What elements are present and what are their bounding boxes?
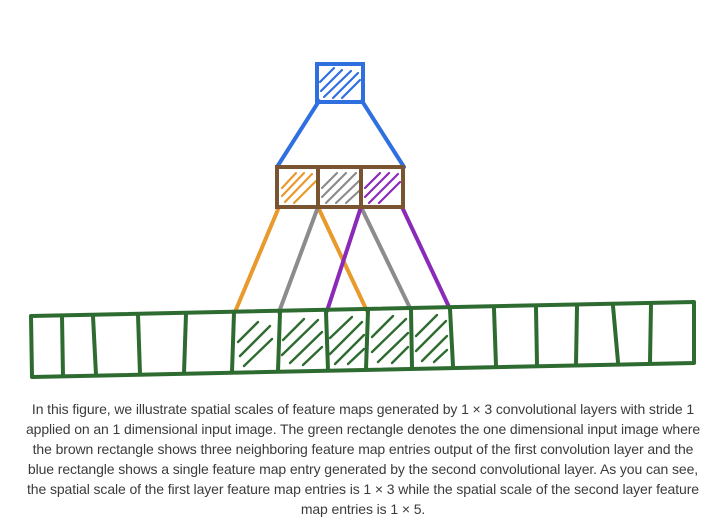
receptive-field-diagram [29, 62, 696, 379]
purple-connector-right [400, 205, 452, 311]
orange-connector-left [233, 205, 281, 314]
entry-left-hatch [280, 171, 318, 205]
figure-caption: In this figure, we illustrate spatial sc… [25, 401, 701, 517]
gray-connector-left [277, 205, 320, 314]
gray-connector-right [359, 205, 413, 312]
purple-connector-left [325, 205, 363, 313]
second-layer-entry [315, 62, 365, 104]
entry-connectors [233, 205, 452, 314]
input-hatch [236, 313, 449, 368]
entry-right-hatch [363, 171, 402, 205]
first-layer-entries [275, 165, 405, 209]
entry-middle-hatch [320, 171, 361, 205]
blue-connectors [275, 99, 406, 169]
input-image [29, 300, 696, 379]
